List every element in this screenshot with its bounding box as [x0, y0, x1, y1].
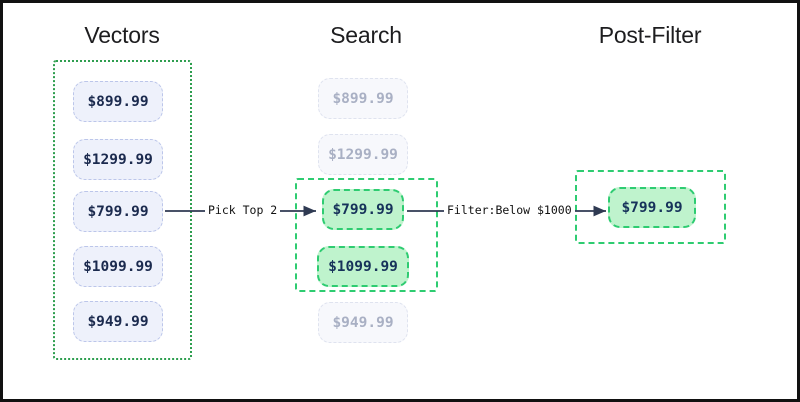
search-price-chip-faded[interactable]: $899.99 — [318, 78, 408, 119]
search-price-chip-faded[interactable]: $1299.99 — [318, 134, 408, 175]
vector-price-chip[interactable]: $949.99 — [73, 301, 163, 342]
vectors-group-container — [53, 60, 192, 360]
postfilter-price-chip-selected[interactable]: $799.99 — [608, 187, 696, 228]
vector-price-chip[interactable]: $1099.99 — [73, 246, 163, 287]
search-price-chip-selected[interactable]: $799.99 — [322, 189, 404, 230]
arrow-label-filter-below: Filter:Below $1000 — [444, 203, 575, 217]
search-price-chip-selected[interactable]: $1099.99 — [317, 246, 409, 287]
arrow-label-pick-top: Pick Top 2 — [205, 203, 281, 217]
diagram-stage: Vectors Search Post-Filter $899.99 $1299… — [3, 3, 797, 399]
vector-price-chip[interactable]: $1299.99 — [73, 139, 163, 180]
postfilter-group-container — [575, 170, 726, 244]
search-selected-group-container — [295, 178, 438, 292]
vector-price-chip[interactable]: $899.99 — [73, 81, 163, 122]
column-title-vectors: Vectors — [84, 22, 160, 48]
vector-price-chip[interactable]: $799.99 — [73, 191, 163, 232]
column-title-postfilter: Post-Filter — [598, 22, 702, 48]
search-price-chip-faded[interactable]: $949.99 — [318, 302, 408, 343]
column-title-search: Search — [330, 22, 402, 48]
